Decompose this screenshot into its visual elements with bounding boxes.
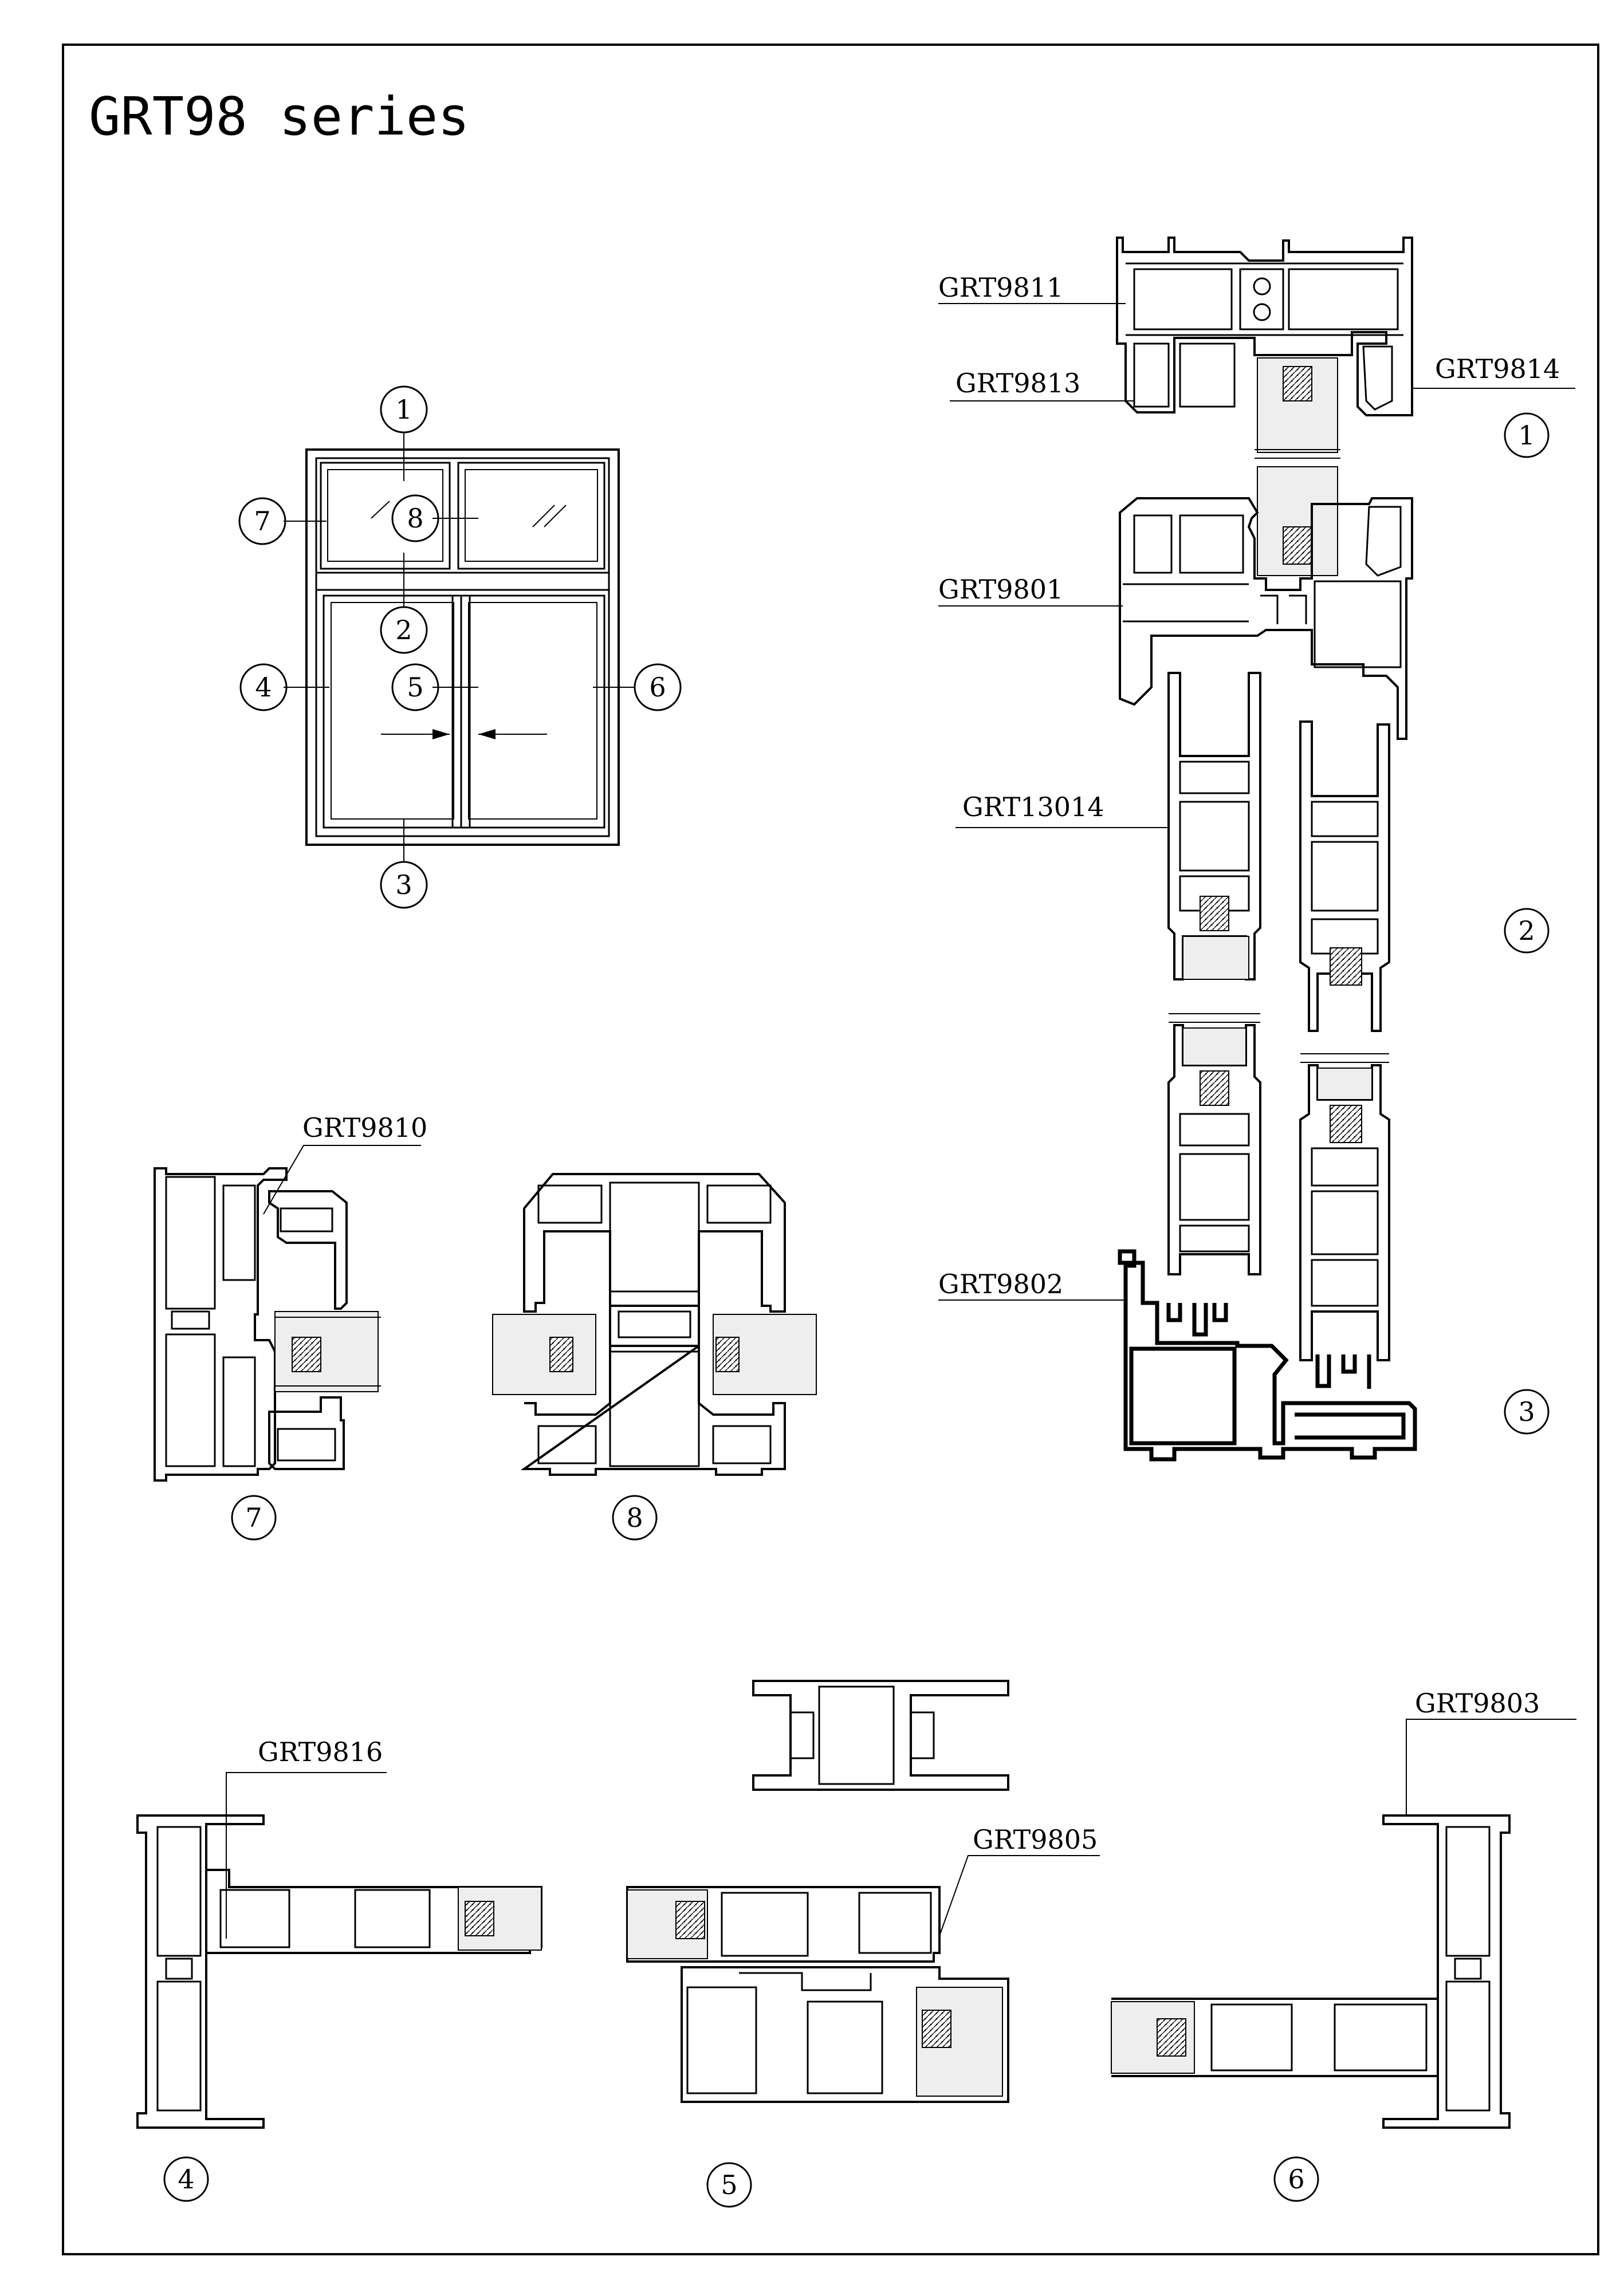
section-marker-4: 4 [163,2156,209,2202]
section-4: GRT9816 4 [136,1736,542,2202]
label-grt9801: GRT9801 [938,574,1063,605]
label-grt9813: GRT9813 [955,368,1080,399]
section-7: GRT9810 7 [154,1112,427,1541]
svg-text:5: 5 [407,672,423,703]
svg-text:1: 1 [1518,420,1535,451]
label-grt9805: GRT9805 [973,1824,1098,1855]
elevation-marker-2: 2 [380,606,428,654]
label-grt9811: GRT9811 [938,272,1063,303]
label-grt9810: GRT9810 [302,1112,427,1143]
elevation-marker-6: 6 [634,663,682,711]
svg-text:4: 4 [255,672,272,703]
label-grt9803: GRT9803 [1415,1688,1540,1719]
elevation-marker-5: 5 [391,663,439,711]
section-marker-3: 3 [1504,1389,1550,1435]
section-marker-1: 1 [1504,412,1550,458]
elevation-marker-1: 1 [380,385,428,434]
section-marker-5: 5 [706,2162,752,2208]
svg-text:6: 6 [649,672,666,703]
svg-text:6: 6 [1288,2164,1304,2195]
section-marker-8: 8 [612,1495,658,1541]
svg-text:7: 7 [254,506,270,537]
svg-text:5: 5 [721,2169,737,2200]
svg-text:8: 8 [407,503,423,534]
label-grt13014: GRT13014 [962,791,1104,822]
elevation-marker-4: 4 [239,663,288,711]
elevation-marker-8: 8 [391,494,439,542]
label-grt9802: GRT9802 [938,1269,1063,1299]
svg-text:2: 2 [1518,915,1535,946]
section-marker-6: 6 [1273,2156,1319,2202]
page-title: GRT98 series [89,86,470,147]
section-5: GRT9805 5 [626,1680,1100,2208]
svg-text:3: 3 [1518,1396,1535,1427]
svg-text:7: 7 [245,1502,262,1533]
svg-text:1: 1 [395,394,412,425]
section-8: 8 [492,1173,817,1541]
elevation-marker-7: 7 [238,497,286,545]
section-6: GRT9803 6 [1111,1688,1576,2202]
svg-text:3: 3 [395,869,412,900]
label-grt9816: GRT9816 [258,1736,383,1767]
svg-text:8: 8 [626,1502,643,1533]
label-grt9814: GRT9814 [1435,353,1560,384]
window-elevation [284,432,635,862]
svg-text:2: 2 [395,615,412,645]
vertical-section: GRT9814 GRT9811 GRT9813 1 GRT9801 GRT130… [938,237,1575,1462]
section-marker-7: 7 [231,1495,277,1541]
sheet-border [62,44,1599,2255]
elevation-marker-3: 3 [380,861,428,909]
section-marker-2: 2 [1504,908,1550,954]
svg-text:4: 4 [178,2164,194,2195]
